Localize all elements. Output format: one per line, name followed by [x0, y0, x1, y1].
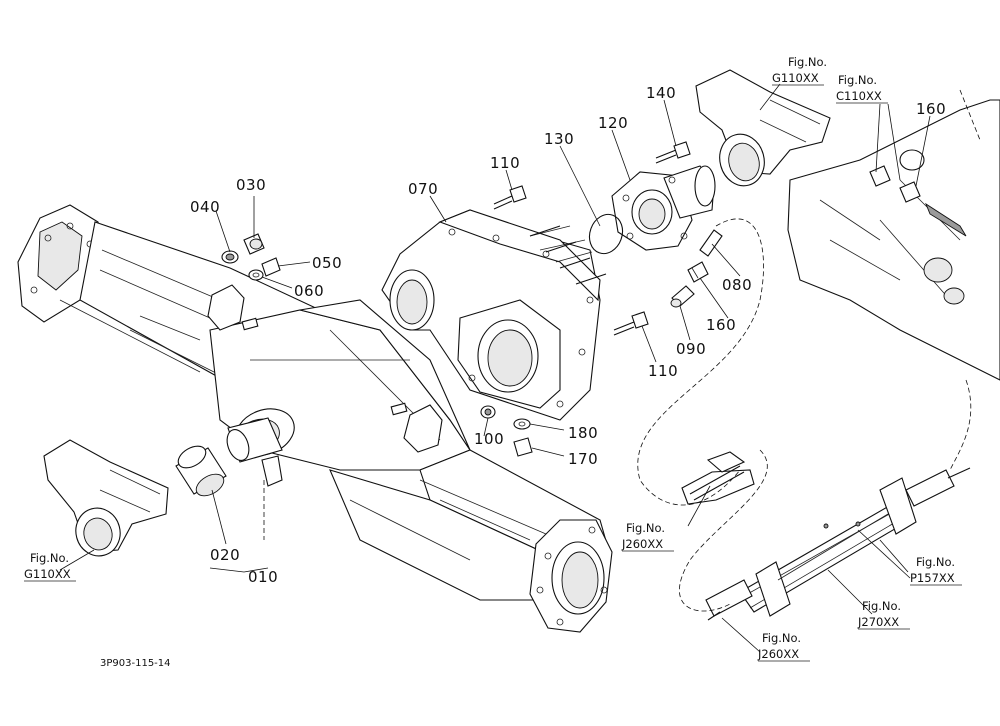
hose-routes: [263, 218, 972, 612]
label-010: 010: [248, 568, 278, 586]
bolt-140: [655, 141, 691, 164]
washer-180: [513, 418, 531, 430]
svg-text:Fig.No.: Fig.No.: [30, 551, 69, 565]
fig-references: Fig.No. G110XX Fig.No. C110XX Fig.No. G1…: [24, 55, 955, 661]
support-bracket-left: [43, 439, 169, 557]
label-030: 030: [236, 176, 266, 194]
label-130: 130: [544, 130, 574, 148]
svg-text:G110XX: G110XX: [24, 567, 71, 581]
label-160-mid: 160: [706, 316, 736, 334]
ref-j260-mid: Fig.No. J260XX: [621, 521, 665, 551]
svg-text:Fig.No.: Fig.No.: [788, 55, 827, 69]
washer-060: [248, 269, 264, 281]
label-040: 040: [190, 198, 220, 216]
label-110-top: 110: [490, 154, 520, 172]
label-110-right: 110: [648, 362, 678, 380]
o-ring-130: [588, 213, 624, 255]
svg-text:Fig.No.: Fig.No.: [916, 555, 955, 569]
nut-100: [480, 405, 496, 419]
ref-c110-top: Fig.No. C110XX: [836, 73, 882, 103]
plug-170: [513, 437, 533, 457]
label-140: 140: [646, 84, 676, 102]
label-060: 060: [294, 282, 324, 300]
svg-text:J260XX: J260XX: [621, 537, 663, 551]
svg-text:G110XX: G110XX: [772, 71, 819, 85]
pipe-080: [699, 229, 723, 257]
svg-text:P157XX: P157XX: [910, 571, 955, 585]
ref-g110-left: Fig.No. G110XX: [24, 551, 71, 581]
cover-120: [611, 165, 716, 251]
bushing-020: [175, 445, 227, 497]
transmission-case: [787, 89, 1000, 381]
bolt-110-top: [493, 185, 527, 210]
label-090: 090: [676, 340, 706, 358]
svg-text:Fig.No.: Fig.No.: [626, 521, 665, 535]
label-050: 050: [312, 254, 342, 272]
svg-text:Fig.No.: Fig.No.: [862, 599, 901, 613]
label-070: 070: [408, 180, 438, 198]
svg-text:Fig.No.: Fig.No.: [838, 73, 877, 87]
bolt-110-right: [613, 311, 649, 336]
plug-050: [261, 257, 281, 277]
label-120: 120: [598, 114, 628, 132]
part-labels: 030 040 050 060 070 110 130 120 140 080 …: [190, 84, 946, 586]
ref-j260-bottom: Fig.No. J260XX: [757, 631, 801, 661]
tie-rod-end: [681, 451, 755, 505]
label-020: 020: [210, 546, 240, 564]
ref-p157: Fig.No. P157XX: [910, 555, 955, 585]
front-axle-case: [17, 204, 613, 633]
label-100: 100: [474, 430, 504, 448]
support-bracket-top: [695, 69, 831, 187]
elbow-090: [670, 285, 695, 308]
plug-040: [221, 250, 239, 264]
steering-cylinder: [705, 467, 971, 621]
leader-lines: [59, 83, 931, 653]
joint-160-mid: [687, 261, 709, 283]
svg-text:C110XX: C110XX: [836, 89, 882, 103]
studs: [529, 225, 607, 285]
ref-j270: Fig.No. J270XX: [857, 599, 901, 629]
svg-text:Fig.No.: Fig.No.: [762, 631, 801, 645]
document-id: 3P903-115-14: [100, 658, 171, 669]
ref-g110-top: Fig.No. G110XX: [772, 55, 827, 85]
ref-underlines: [24, 84, 962, 662]
plug-030: [243, 233, 265, 255]
svg-text:J270XX: J270XX: [857, 615, 899, 629]
svg-text:J260XX: J260XX: [757, 647, 799, 661]
label-180: 180: [568, 424, 598, 442]
label-080: 080: [722, 276, 752, 294]
label-160-top: 160: [916, 100, 946, 118]
label-170: 170: [568, 450, 598, 468]
